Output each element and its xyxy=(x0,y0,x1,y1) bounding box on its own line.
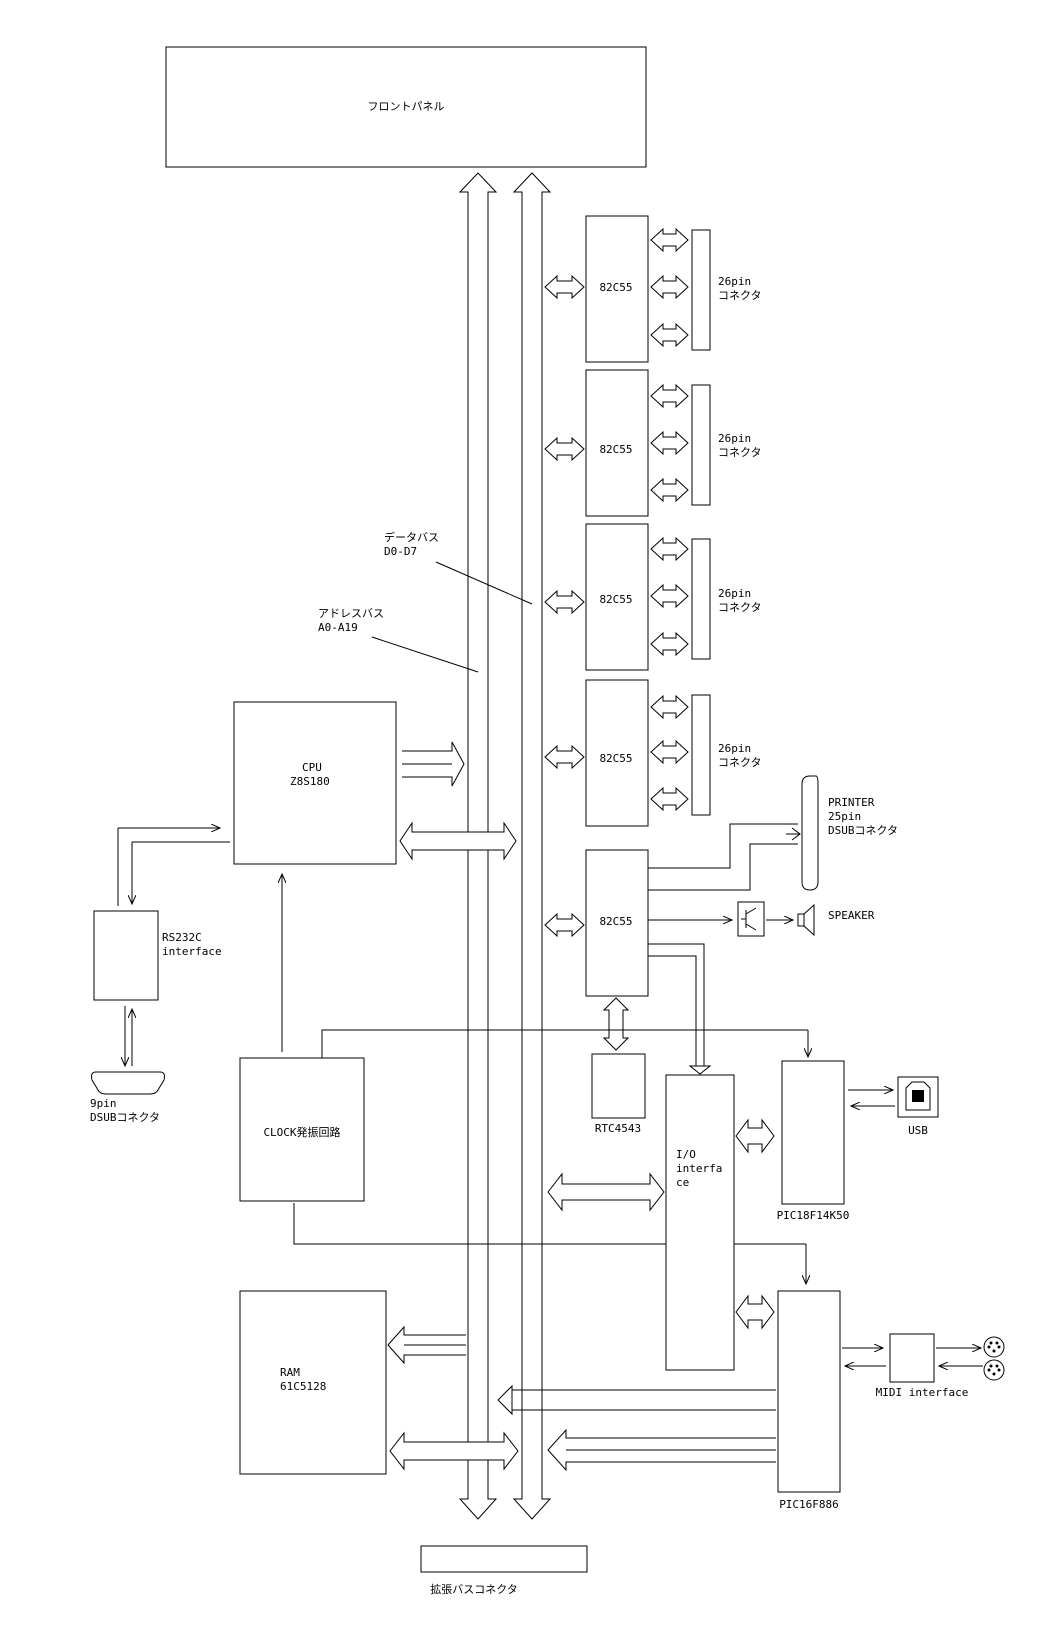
io-line1: I/O xyxy=(676,1148,696,1161)
connector-1-line2: コネクタ xyxy=(718,289,762,302)
pic-midi-label: PIC16F886 xyxy=(779,1498,839,1511)
midi-din-in-icon xyxy=(983,1336,1005,1358)
midi-interface: MIDI interface xyxy=(876,1333,1005,1399)
midi-din-out-icon xyxy=(983,1359,1005,1381)
printer-line1: PRINTER xyxy=(828,796,875,809)
pic18f14k50: PIC18F14K50 xyxy=(777,1060,895,1222)
connector-1-line1: 26pin xyxy=(718,275,751,288)
ppi-2-label: 82C55 xyxy=(599,443,632,456)
front-panel: フロントパネル xyxy=(165,46,647,168)
speaker-icon xyxy=(797,903,815,937)
rtc-label: RTC4543 xyxy=(595,1122,641,1135)
pic-usb-label: PIC18F14K50 xyxy=(777,1209,850,1222)
pic16f886: PIC16F886 xyxy=(497,1290,886,1511)
ppi-82c55-4: 82C55 26pin コネクタ xyxy=(544,679,762,827)
connector-2-line1: 26pin xyxy=(718,432,751,445)
data-bus xyxy=(512,172,552,1520)
data-bus-label-name: データバス xyxy=(384,530,439,544)
usb-b-port-icon xyxy=(905,1081,931,1111)
data-bus-label: データバス D0-D7 xyxy=(384,530,533,605)
cpu: CPU Z8S180 xyxy=(233,701,517,865)
transistor-icon xyxy=(741,907,757,931)
data-bus-label-range: D0-D7 xyxy=(384,545,417,558)
address-bus-label-name: アドレスバス xyxy=(318,607,384,620)
address-bus-label: アドレスバス A0-A19 xyxy=(318,607,479,673)
printer-line3: DSUBコネクタ xyxy=(828,824,898,837)
connector-2-line2: コネクタ xyxy=(718,446,762,459)
clock-oscillator: CLOCK発振回路 xyxy=(239,874,808,1284)
io-line3: ce xyxy=(676,1176,689,1189)
rs232c-line1: RS232C xyxy=(162,931,202,944)
io-interface: I/O interfa ce xyxy=(547,1074,775,1371)
ppi-82c55-1: 82C55 26pin コネクタ xyxy=(544,215,762,363)
cpu-line1: CPU xyxy=(302,761,322,774)
speaker: SPEAKER xyxy=(648,901,875,937)
ppi-1-label: 82C55 xyxy=(599,281,632,294)
front-panel-label: フロントパネル xyxy=(368,100,445,113)
printer-line2: 25pin xyxy=(828,810,861,823)
ppi-to-io-arrow xyxy=(648,943,712,1075)
dsub9-connector: 9pin DSUBコネクタ xyxy=(90,1071,165,1124)
connector-3-line1: 26pin xyxy=(718,587,751,600)
ppi-82c55-5: 82C55 xyxy=(544,849,649,997)
rtc: RTC4543 xyxy=(591,997,646,1135)
dsub9-line1: 9pin xyxy=(90,1097,117,1110)
rs232c-line2: interface xyxy=(162,945,222,958)
printer-connector: PRINTER 25pin DSUBコネクタ xyxy=(648,775,898,891)
ppi-5-label: 82C55 xyxy=(599,915,632,928)
ppi-4-label: 82C55 xyxy=(599,752,632,765)
clock-label: CLOCK発振回路 xyxy=(263,1125,340,1139)
connector-4-line2: コネクタ xyxy=(718,756,762,769)
ppi-3-label: 82C55 xyxy=(599,593,632,606)
cpu-line2: Z8S180 xyxy=(290,775,330,788)
ppi-82c55-2: 82C55 26pin コネクタ xyxy=(544,369,762,517)
connector-3-line2: コネクタ xyxy=(718,601,762,614)
midi-label: MIDI interface xyxy=(876,1386,969,1399)
io-line2: interfa xyxy=(676,1162,722,1175)
expansion-label: 拡張バスコネクタ xyxy=(430,1582,518,1596)
ram-line1: RAM xyxy=(280,1366,300,1379)
usb-connector: USB xyxy=(897,1076,939,1137)
dsub9-line2: DSUBコネクタ xyxy=(90,1111,160,1124)
ppi-82c55-3: 82C55 26pin コネクタ xyxy=(544,523,762,671)
rs232c: RS232C interface xyxy=(93,828,230,1066)
ram-line2: 61C5128 xyxy=(280,1380,326,1393)
usb-label: USB xyxy=(908,1124,928,1137)
expansion-bus-connector: 拡張バスコネクタ xyxy=(420,1545,588,1596)
ram: RAM 61C5128 xyxy=(239,1290,519,1475)
speaker-label: SPEAKER xyxy=(828,909,875,922)
address-bus-label-range: A0-A19 xyxy=(318,621,358,634)
connector-4-line1: 26pin xyxy=(718,742,751,755)
